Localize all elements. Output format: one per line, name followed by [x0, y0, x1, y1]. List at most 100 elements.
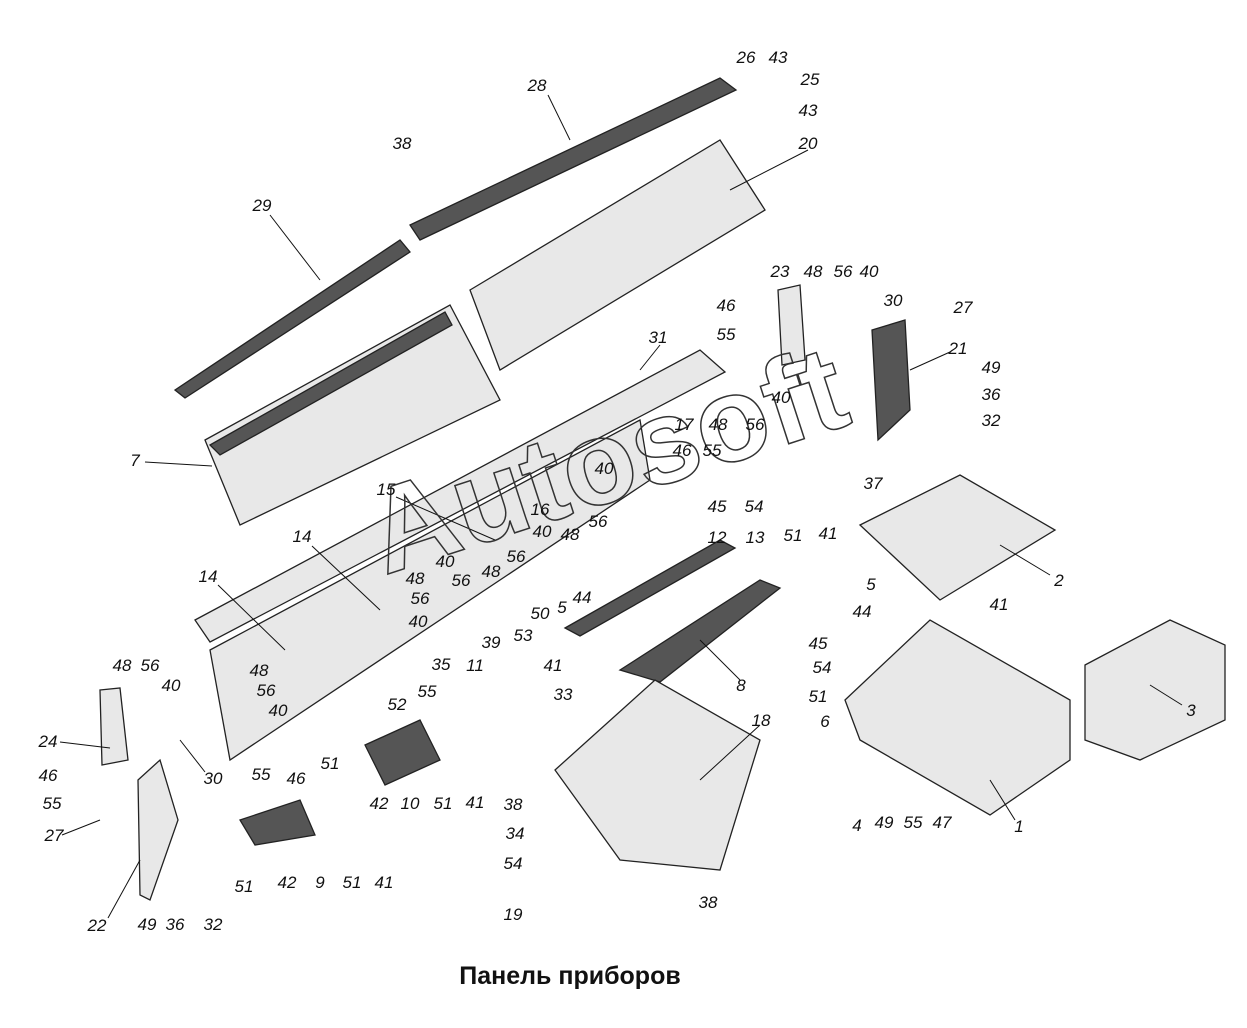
callout-48: 48: [804, 262, 823, 281]
part-42-bracket: [239, 799, 316, 846]
callout-28: 28: [527, 76, 547, 95]
callout-51: 51: [809, 687, 828, 706]
callout-18: 18: [752, 711, 771, 730]
callout-41: 41: [544, 656, 563, 675]
callout-49: 49: [982, 358, 1001, 377]
callout-42: 42: [370, 794, 389, 813]
callout-19: 19: [504, 905, 523, 924]
part-24-bracket: [99, 687, 129, 766]
callout-51: 51: [235, 877, 254, 896]
callout-46: 46: [673, 441, 692, 460]
callout-14: 14: [293, 527, 312, 546]
callout-17: 17: [675, 415, 694, 434]
callout-43: 43: [769, 48, 788, 67]
leader-line: [59, 741, 111, 749]
callout-44: 44: [853, 602, 872, 621]
callout-48: 48: [709, 415, 728, 434]
callout-6: 6: [820, 712, 830, 731]
callout-56: 56: [141, 656, 160, 675]
part-11-lower-panel: [209, 418, 651, 762]
callout-3: 3: [1186, 701, 1196, 720]
callout-34: 34: [506, 824, 525, 843]
callout-36: 36: [166, 915, 185, 934]
callout-56: 56: [452, 571, 471, 590]
callout-41: 41: [819, 524, 838, 543]
callout-5: 5: [866, 575, 876, 594]
part-2-tray: [858, 474, 1057, 601]
leader-line: [989, 779, 1016, 821]
callout-2: 2: [1053, 571, 1064, 590]
callout-51: 51: [784, 526, 803, 545]
callout-40: 40: [436, 552, 455, 571]
leader-line: [179, 739, 206, 773]
part-8-plate: [618, 579, 782, 683]
callout-49: 49: [138, 915, 157, 934]
part-23-bracket: [777, 284, 806, 366]
callout-55: 55: [904, 813, 923, 832]
callout-48: 48: [482, 562, 501, 581]
callout-48: 48: [406, 569, 425, 588]
callout-30: 30: [204, 769, 223, 788]
callout-38: 38: [393, 134, 412, 153]
callout-5: 5: [557, 598, 567, 617]
callout-11: 11: [466, 656, 484, 675]
callout-55: 55: [703, 441, 722, 460]
part-1-box: [844, 619, 1071, 816]
part-10-bracket: [364, 719, 441, 786]
callout-54: 54: [745, 497, 764, 516]
callout-52: 52: [388, 695, 407, 714]
part-31-beam: [194, 349, 727, 643]
part-22-bracket: [137, 758, 179, 901]
callout-55: 55: [43, 794, 62, 813]
leader-line: [311, 545, 381, 611]
callout-25: 25: [800, 70, 820, 89]
callout-56: 56: [746, 415, 765, 434]
callout-48: 48: [561, 525, 580, 544]
callout-24: 24: [38, 732, 58, 751]
callout-8: 8: [736, 676, 746, 695]
callout-27: 27: [44, 826, 64, 845]
callout-45: 45: [708, 497, 727, 516]
diagram-title: Панель приборов: [459, 962, 681, 990]
leader-line: [909, 351, 951, 371]
callout-21: 21: [948, 339, 968, 358]
leader-line: [107, 859, 141, 919]
callout-10: 10: [401, 794, 420, 813]
callout-48: 48: [250, 661, 269, 680]
callout-45: 45: [809, 634, 828, 653]
leader-line: [547, 94, 571, 141]
callout-16: 16: [531, 500, 550, 519]
callout-40: 40: [533, 522, 552, 541]
callout-32: 32: [982, 411, 1001, 430]
callout-54: 54: [504, 854, 523, 873]
part-21-bracket: [871, 319, 911, 442]
callout-40: 40: [162, 676, 181, 695]
leader-line: [144, 461, 213, 467]
callout-55: 55: [418, 682, 437, 701]
callout-47: 47: [933, 813, 952, 832]
callout-55: 55: [717, 325, 736, 344]
callout-7: 7: [130, 451, 140, 470]
callout-53: 53: [514, 626, 533, 645]
callout-15: 15: [377, 480, 396, 499]
callout-20: 20: [798, 134, 818, 153]
callout-48: 48: [113, 656, 132, 675]
callout-12: 12: [708, 528, 727, 547]
part-7-panel: [204, 304, 501, 526]
leader-line: [395, 496, 496, 541]
callout-50: 50: [531, 604, 550, 623]
callout-56: 56: [257, 681, 276, 700]
callout-30: 30: [884, 291, 903, 310]
callout-36: 36: [982, 385, 1001, 404]
callout-9: 9: [315, 873, 325, 892]
callout-54: 54: [813, 658, 832, 677]
callout-40: 40: [409, 612, 428, 631]
leader-line: [269, 214, 321, 281]
part-29-strip: [173, 239, 411, 399]
leader-line: [217, 584, 286, 651]
callout-32: 32: [204, 915, 223, 934]
leader-line: [639, 344, 661, 371]
callout-40: 40: [595, 459, 614, 478]
